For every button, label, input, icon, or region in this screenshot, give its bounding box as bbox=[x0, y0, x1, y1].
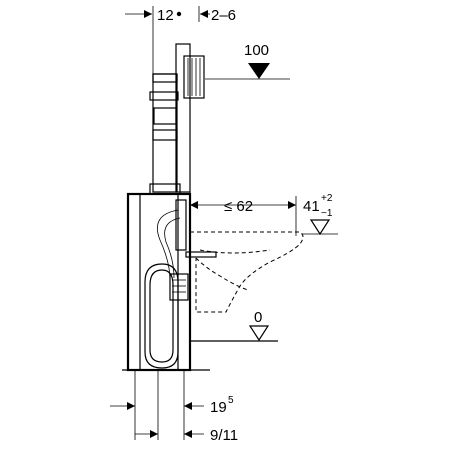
installation-frame bbox=[126, 43, 217, 372]
top-dimension: 12 2–6 bbox=[125, 6, 236, 160]
dim-19-label: 19 bbox=[210, 399, 227, 416]
floor-level-marker: 0 bbox=[190, 309, 278, 342]
dim-2-6-label: 2–6 bbox=[211, 7, 236, 24]
level-100-marker: 100 bbox=[205, 42, 290, 80]
dim-62-label: ≤ 62 bbox=[224, 198, 253, 215]
dim-41-sup-label: +2 bbox=[321, 193, 333, 204]
bottom-dimensions: 19 5 9/11 bbox=[110, 370, 238, 444]
dim-41-sub-label: −1 bbox=[321, 208, 333, 219]
dim-12-label: 12 bbox=[157, 7, 174, 24]
dim-41-label: 41 bbox=[303, 198, 320, 215]
depth-dimension: ≤ 62 bbox=[189, 190, 297, 248]
dim-19-sup-label: 5 bbox=[228, 395, 234, 406]
level-41-marker: 41 +2 −1 bbox=[302, 193, 338, 236]
dim-9-11-label: 9/11 bbox=[210, 427, 238, 444]
wc-bowl-outline bbox=[190, 231, 304, 313]
dim-0-label: 0 bbox=[254, 309, 262, 326]
dim-100-label: 100 bbox=[244, 42, 269, 59]
